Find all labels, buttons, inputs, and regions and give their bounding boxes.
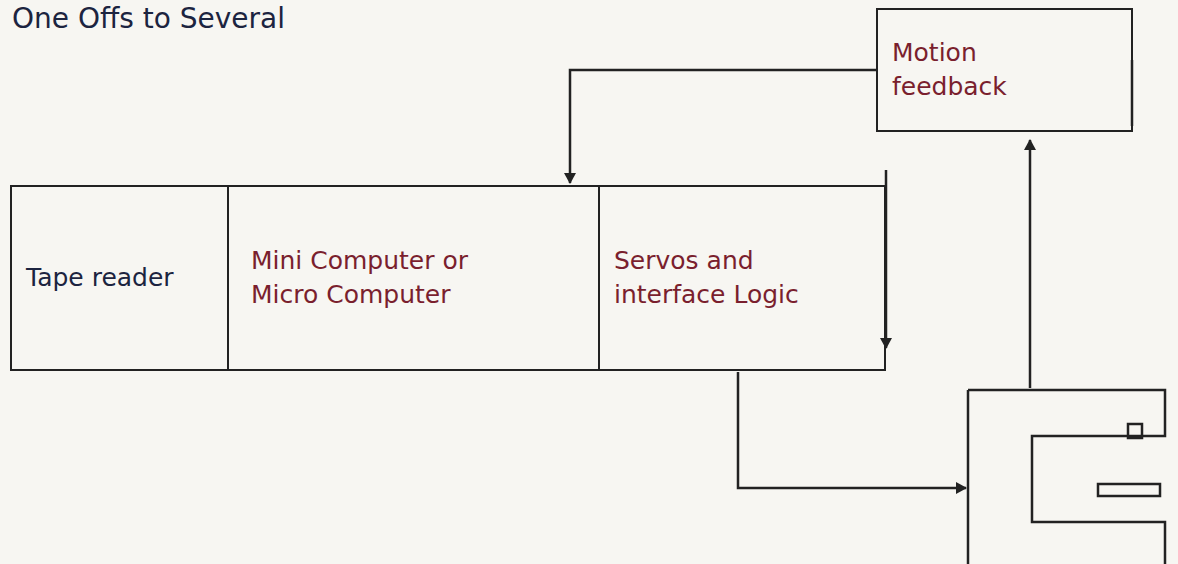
box-label: Servos and interface Logic — [614, 244, 864, 312]
feedback-connector — [570, 70, 876, 183]
process-box: Motion feedback — [876, 8, 1133, 132]
machine-frame — [968, 390, 1165, 564]
machine-to-feedback — [1029, 140, 1032, 388]
servo-to-machine — [738, 372, 966, 488]
machine-spindle — [1128, 424, 1142, 438]
machine-tool — [968, 390, 1165, 564]
process-box: Servos and interface Logic — [598, 185, 886, 371]
page-title: One Offs to Several — [12, 2, 285, 35]
process-box: Tape reader — [10, 185, 229, 371]
machine-wiring — [738, 60, 1132, 488]
box-label: Motion feedback — [892, 36, 1092, 104]
box-label: Tape reader — [26, 261, 174, 295]
box-label: Mini Computer or Micro Computer — [251, 244, 501, 312]
machine-table — [1098, 484, 1160, 496]
machine-base — [967, 390, 970, 564]
process-box: Mini Computer or Micro Computer — [227, 185, 600, 371]
